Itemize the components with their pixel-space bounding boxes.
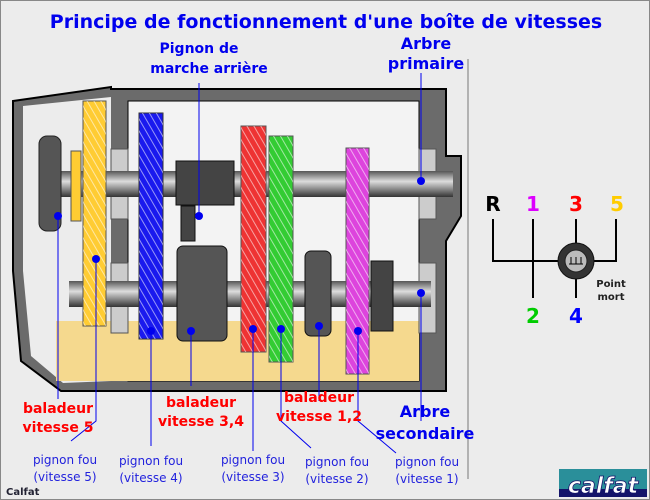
label-baladeur-12: baladeur	[284, 390, 354, 406]
svg-text:(vitesse 3): (vitesse 3)	[221, 470, 284, 484]
label-secondary-shaft-2: secondaire	[376, 424, 475, 443]
svg-text:(vitesse 5): (vitesse 5)	[33, 470, 96, 484]
synchro-3-4	[176, 245, 228, 342]
label-primary-shaft: Arbre	[401, 34, 452, 53]
gear-5: 5	[610, 192, 624, 216]
gear-3: 3	[569, 192, 583, 216]
reverse-idler-gear	[180, 205, 196, 242]
gear-1: 1	[526, 192, 540, 216]
label-reverse-gear: Pignon de	[159, 41, 238, 57]
neutral-label: Point	[596, 279, 626, 290]
credit-text: Calfat	[6, 487, 40, 498]
calfat-logo: calfat	[559, 469, 647, 499]
svg-text:(vitesse 1): (vitesse 1)	[395, 472, 458, 486]
svg-text:pignon fou: pignon fou	[305, 455, 369, 469]
svg-text:pignon fou: pignon fou	[395, 455, 459, 469]
gear-5-yellow	[82, 100, 107, 327]
label-secondary-shaft: Arbre	[400, 402, 451, 421]
gear-1-magenta	[345, 147, 370, 375]
gear-4-blue	[138, 112, 164, 340]
label-primary-shaft-2: primaire	[388, 54, 465, 73]
label-baladeur-34: baladeur	[166, 395, 236, 411]
gear-3-red	[240, 125, 267, 353]
label-baladeur-5: baladeur	[23, 401, 93, 417]
synchro-1-2	[304, 250, 332, 337]
label-baladeur-12-2: vitesse 1,2	[276, 409, 362, 425]
reverse-secondary-gear	[370, 260, 394, 332]
leader-lines	[57, 73, 422, 454]
clutch-flange	[38, 135, 62, 232]
svg-text:pignon fou: pignon fou	[33, 453, 97, 467]
label-baladeur-5-2: vitesse 5	[23, 420, 94, 436]
idle-gear-labels: pignon fou (vitesse 5) pignon fou (vites…	[33, 453, 459, 486]
svg-text:pignon fou: pignon fou	[119, 454, 183, 468]
neutral-label-2: mort	[597, 292, 624, 303]
reverse-primary-gear	[175, 160, 235, 206]
svg-text:pignon fou: pignon fou	[221, 453, 285, 467]
svg-text:(vitesse 2): (vitesse 2)	[305, 472, 368, 486]
pivot-dots	[54, 177, 425, 335]
clutch-hub	[70, 150, 82, 222]
page-title: Principe de fonctionnement d'une boîte d…	[50, 11, 602, 33]
gear-R: R	[485, 192, 500, 216]
gear-2: 2	[526, 304, 540, 328]
label-baladeur-34-2: vitesse 3,4	[158, 414, 244, 430]
label-reverse-gear-2: marche arrière	[150, 61, 268, 77]
svg-text:(vitesse 4): (vitesse 4)	[119, 471, 182, 485]
gear-shift-pattern: R 1 3 5 2 4 Point mort	[485, 192, 626, 328]
svg-text:calfat: calfat	[568, 474, 640, 499]
gear-4: 4	[569, 304, 583, 328]
gear-2-green	[268, 135, 294, 363]
